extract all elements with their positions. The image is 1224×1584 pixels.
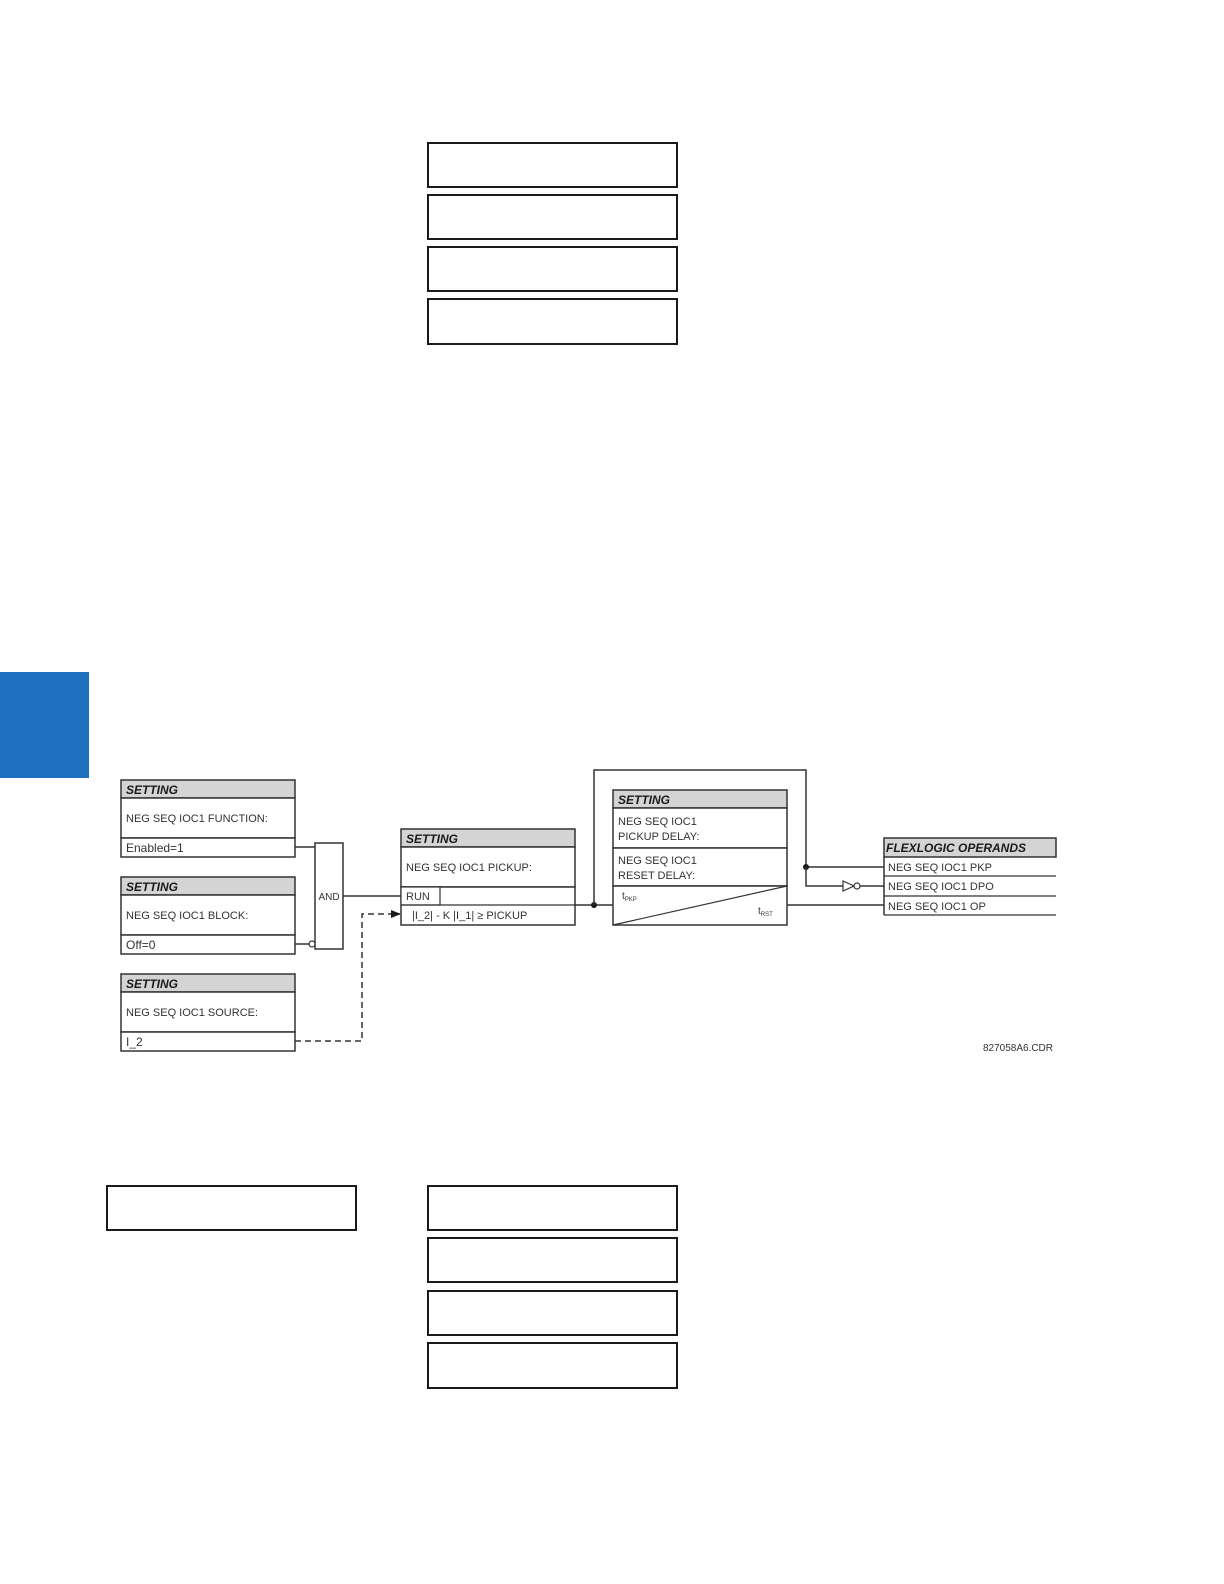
pickup-condition: |I_2| - K |I_1| ≥ PICKUP — [412, 910, 527, 922]
setting-function-header: SETTING — [126, 783, 178, 797]
setting-block-value: Off=0 — [126, 938, 156, 952]
bottom-left-box — [106, 1185, 357, 1231]
chapter-side-tab — [0, 672, 89, 778]
figure-code: 827058A6.CDR — [983, 1043, 1053, 1054]
setting-block-header: SETTING — [126, 880, 178, 894]
bottom-box-4 — [427, 1342, 678, 1389]
bottom-box-3 — [427, 1290, 678, 1336]
delay-reset-line1: NEG SEQ IOC1 — [618, 855, 697, 867]
setting-function-label: NEG SEQ IOC1 FUNCTION: — [126, 813, 268, 825]
operand-dpo: NEG SEQ IOC1 DPO — [888, 881, 994, 893]
bottom-box-2 — [427, 1237, 678, 1283]
pickup-run: RUN — [406, 891, 430, 903]
and-gate-label: AND — [318, 892, 339, 903]
timer-ramp — [612, 885, 788, 926]
top-box-3 — [427, 246, 678, 292]
setting-function-value: Enabled=1 — [126, 841, 184, 855]
top-box-1 — [427, 142, 678, 188]
setting-source-label: NEG SEQ IOC1 SOURCE: — [126, 1007, 258, 1019]
setting-block-label: NEG SEQ IOC1 BLOCK: — [126, 910, 248, 922]
wire-pkp-loop — [593, 769, 884, 905]
trst-label: tRST — [758, 906, 773, 918]
delay-reset-line2: RESET DELAY: — [618, 870, 695, 882]
block-inverter-bubble — [308, 940, 316, 948]
top-box-2 — [427, 194, 678, 240]
top-box-4 — [427, 298, 678, 345]
setting-source-value: I_2 — [126, 1035, 143, 1049]
bottom-box-1 — [427, 1185, 678, 1231]
pickup-setting-block: SETTING NEG SEQ IOC1 PICKUP: RUN |I_2| -… — [400, 828, 576, 926]
operand-op: NEG SEQ IOC1 OP — [888, 901, 986, 913]
wire-dpo — [805, 867, 843, 887]
tpkp-label: tPKP — [622, 891, 637, 903]
dpo-inverter-bubble — [853, 882, 861, 890]
flexlogic-operands-block: FLEXLOGIC OPERANDS NEG SEQ IOC1 PKP NEG … — [883, 837, 1057, 916]
setting-block-block: SETTING NEG SEQ IOC1 BLOCK: Off=0 — [120, 876, 296, 955]
wire-source-dashed — [295, 910, 401, 1042]
delay-pickup-line2: PICKUP DELAY: — [618, 831, 700, 843]
flexlogic-header: FLEXLOGIC OPERANDS — [886, 841, 1026, 855]
delay-header: SETTING — [618, 793, 670, 807]
pickup-header: SETTING — [406, 832, 458, 846]
setting-function-block: SETTING NEG SEQ IOC1 FUNCTION: Enabled=1 — [120, 779, 296, 858]
delay-setting-block: SETTING NEG SEQ IOC1 PICKUP DELAY: NEG S… — [612, 789, 788, 926]
setting-source-block: SETTING NEG SEQ IOC1 SOURCE: I_2 — [120, 973, 296, 1052]
pickup-label: NEG SEQ IOC1 PICKUP: — [406, 862, 532, 874]
dpo-inverter-triangle — [842, 880, 856, 892]
and-gate: AND — [314, 842, 344, 950]
setting-source-header: SETTING — [126, 977, 178, 991]
operand-pkp: NEG SEQ IOC1 PKP — [888, 862, 992, 874]
delay-pickup-line1: NEG SEQ IOC1 — [618, 816, 697, 828]
